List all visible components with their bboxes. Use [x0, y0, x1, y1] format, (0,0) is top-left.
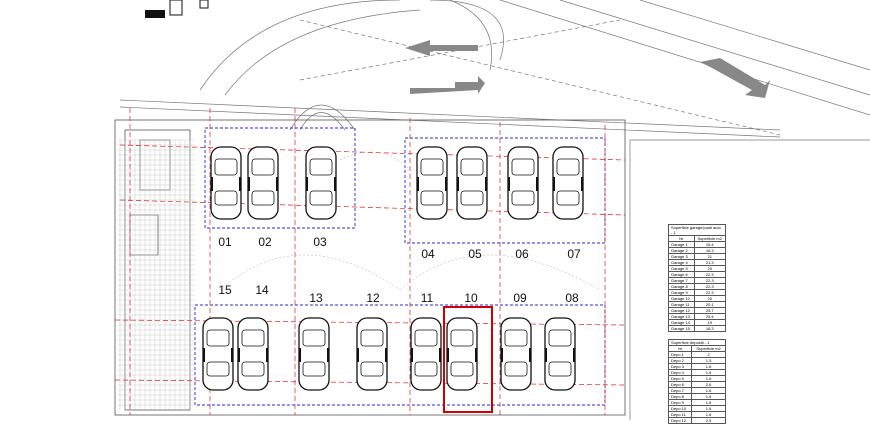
- parking-spot-number: 11: [421, 291, 434, 305]
- parking-spot-number: 07: [567, 247, 581, 261]
- garage-table-title: Superficie garage/posti auto - 1: [668, 224, 726, 235]
- car-symbol: [247, 146, 279, 220]
- parking-spot-number: 14: [255, 283, 269, 297]
- car-symbol: [544, 317, 576, 391]
- parking-spot-number: 01: [218, 235, 232, 249]
- area-cell: 2.5: [691, 417, 726, 424]
- depot-table-title: Superficie depositi - 1: [668, 339, 726, 345]
- column-header: Superficie m2: [693, 235, 727, 242]
- parking-spot-number: 06: [515, 247, 529, 261]
- car-symbol: [298, 317, 330, 391]
- car-symbol: [237, 317, 269, 391]
- parking-spot-number: 02: [258, 235, 272, 249]
- tile-hatch: [118, 139, 195, 410]
- road-lines: [119, 0, 870, 420]
- parking-spot-number: 03: [313, 235, 327, 249]
- parking-spot-number: 13: [309, 291, 323, 305]
- parking-spot-number: 15: [218, 283, 232, 297]
- car-symbol: [552, 146, 584, 220]
- car-symbol: [416, 146, 448, 220]
- car-symbol: [305, 146, 337, 220]
- car-symbol: [456, 146, 488, 220]
- car-symbol: [507, 146, 539, 220]
- car-symbol: [202, 317, 234, 391]
- car-symbol: [210, 146, 242, 220]
- parking-spot-number: 12: [366, 291, 380, 305]
- parking-spot-number: 09: [513, 291, 527, 305]
- structural-grid: [114, 108, 626, 415]
- column-header: Superficie m2: [691, 345, 726, 352]
- name-cell: Depo 12: [667, 417, 693, 424]
- parking-spot-number: 04: [421, 247, 435, 261]
- area-cell: 18.3: [693, 325, 727, 332]
- manoeuvre-arcs: [219, 151, 601, 291]
- parking-spot-number: 10: [464, 291, 478, 305]
- car-symbol: [356, 317, 388, 391]
- car-symbol: [446, 317, 478, 391]
- parking-spot-number: 05: [468, 247, 482, 261]
- traffic-arrows: [405, 40, 770, 98]
- car-symbol: [500, 317, 532, 391]
- building-fragment: [145, 0, 209, 18]
- name-cell: Garage 15: [668, 325, 695, 332]
- parking-spot-number: 08: [565, 291, 579, 305]
- car-symbol: [410, 317, 442, 391]
- highlighted-spot-10[interactable]: [443, 306, 493, 413]
